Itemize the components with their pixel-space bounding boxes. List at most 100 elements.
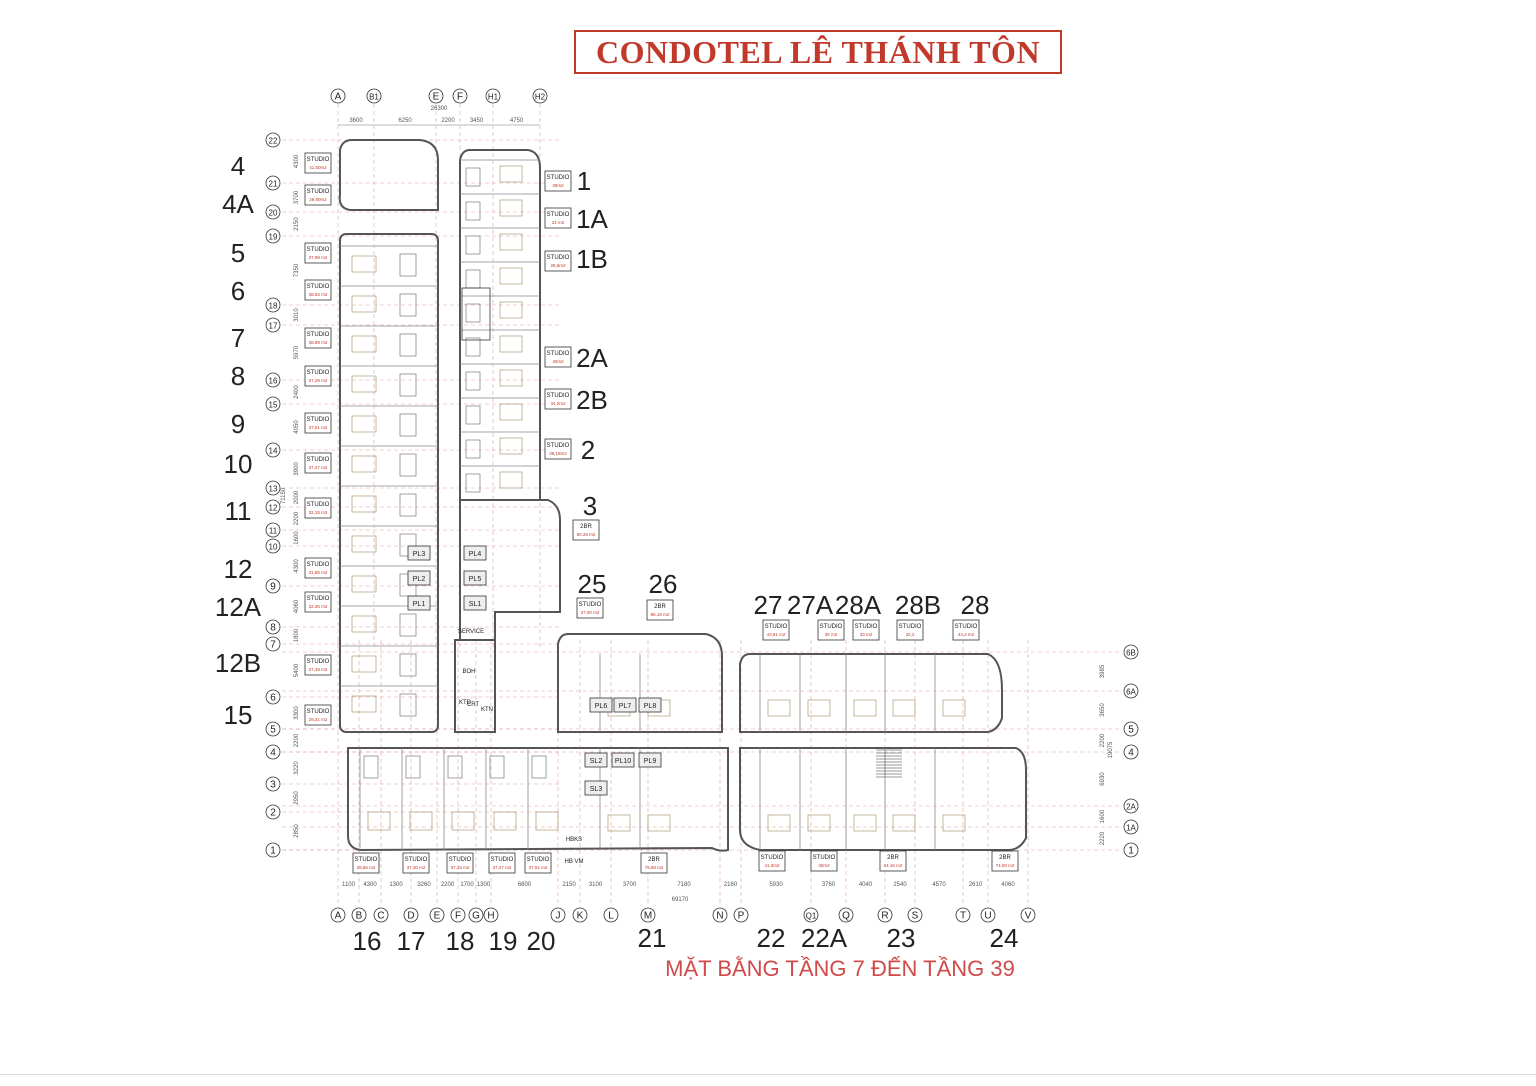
left-axis-label-circle <box>265 132 281 148</box>
elevator-box <box>638 752 662 768</box>
left-axis-label-circle <box>265 204 281 220</box>
bottom-dimension: 1300 <box>389 882 403 888</box>
bed-symbol <box>892 699 916 717</box>
unit-number: 23 <box>887 923 916 953</box>
bottom-axis-label: C <box>377 911 384 922</box>
bottom-axis-label: F <box>455 911 461 922</box>
unit-area: 37,27 m2 <box>309 465 328 470</box>
bottom-axis-label: R <box>881 911 888 922</box>
left-axis-label-circle <box>265 317 281 333</box>
grid-lines <box>282 104 1122 905</box>
bottom-axis-label: D <box>407 911 414 922</box>
unit-number: 2B <box>576 385 608 415</box>
bottom-axis-label-circle <box>603 907 619 923</box>
unit-type: STUDIO <box>307 502 330 508</box>
core-label: PL8 <box>644 703 657 710</box>
core-label: PL4 <box>469 551 482 558</box>
bottom-axis-label-circle <box>351 907 367 923</box>
right-axis-label-circle <box>1123 683 1139 699</box>
unit-type: STUDIO <box>547 175 570 181</box>
top-axis-label-circle <box>330 88 346 104</box>
unit-tag-frame <box>544 438 572 460</box>
top-axis-label: A <box>335 92 342 103</box>
bed-symbol <box>853 699 877 717</box>
unit-number: 1A <box>576 204 608 234</box>
left-total-dimension: 71150 <box>281 487 287 504</box>
top-axis-label: B1 <box>369 93 379 102</box>
bed-symbol <box>499 369 523 387</box>
unit-number: 25 <box>578 569 607 599</box>
unit-type: STUDIO <box>820 624 843 630</box>
left-axis-label: 12 <box>269 504 278 513</box>
bed-symbol <box>367 811 391 831</box>
core-label: HB VM <box>564 859 583 865</box>
unit-number: 28 <box>961 590 990 620</box>
left-axis-label: 8 <box>270 623 276 634</box>
unit-number: 1B <box>576 244 608 274</box>
right-axis-label-circle <box>1123 842 1139 858</box>
wing-outline-south <box>347 747 729 852</box>
left-axis-label-circle <box>265 619 281 635</box>
unit-type: STUDIO <box>307 189 330 195</box>
unit-number: 4A <box>222 189 254 219</box>
bottom-axis-label-circle <box>980 907 996 923</box>
bottom-axis-label-circle <box>373 907 389 923</box>
left-axis-label-circle <box>265 578 281 594</box>
unit-area: 33 m2 <box>860 632 873 637</box>
left-axis-label: 6 <box>270 693 276 704</box>
bottom-axis-label: E <box>434 911 441 922</box>
unit-area: 38,83 m2 <box>309 292 328 297</box>
right-dimension: 3650 <box>1100 703 1106 717</box>
bottom-axis-label-circle <box>955 907 971 923</box>
bed-symbol <box>807 814 831 832</box>
left-axis-label-circle <box>265 538 281 554</box>
unit-type: STUDIO <box>765 624 788 630</box>
left-axis-label-circle <box>265 499 281 515</box>
top-dimension: 6250 <box>398 118 412 124</box>
bed-symbol <box>942 814 966 832</box>
left-dimension: 2200 <box>294 733 300 747</box>
left-dimension: 2400 <box>294 385 300 399</box>
unit-area: 32,36 m2 <box>309 604 328 609</box>
elevator-box <box>638 697 662 713</box>
unit-number: 28B <box>895 590 941 620</box>
unit-type: STUDIO <box>307 157 330 163</box>
bathroom-block <box>465 405 481 425</box>
elevator-box <box>589 697 613 713</box>
bottom-dimension: 3260 <box>417 882 431 888</box>
unit-tag-frame <box>524 852 552 874</box>
unit-type: STUDIO <box>307 417 330 423</box>
unit-number: 27 <box>754 590 783 620</box>
bottom-axis-label: Q1 <box>806 912 817 921</box>
unit-type: 2BR <box>580 524 592 530</box>
unit-tag-frame <box>304 184 332 206</box>
top-axis-label-circle <box>366 88 382 104</box>
unit-tag-frame <box>762 619 790 641</box>
left-axis-label-circle <box>265 804 281 820</box>
unit-area: 28,5m2 <box>550 263 566 268</box>
bottom-dimension: 6800 <box>518 882 532 888</box>
unit-number: 4 <box>231 151 245 181</box>
right-axis-label: 6B <box>1126 649 1136 658</box>
elevator-box <box>463 595 487 611</box>
unit-type: STUDIO <box>307 709 330 715</box>
bottom-axis-label-circle <box>712 907 728 923</box>
title-box: CONDOTEL LÊ THÁNH TÔN <box>574 30 1062 74</box>
left-dimension: 1800 <box>294 628 300 642</box>
unit-area: 37,61 m2 <box>529 865 548 870</box>
unit-number: 20 <box>527 926 556 956</box>
unit-type: STUDIO <box>307 284 330 290</box>
unit-area: 38,89 m2 <box>309 340 328 345</box>
top-axis-label-circle <box>428 88 444 104</box>
left-axis-label-circle <box>265 842 281 858</box>
right-axis-label-circle <box>1123 721 1139 737</box>
right-dimension: 2220 <box>1100 831 1106 845</box>
unit-type: 2BR <box>999 855 1011 861</box>
left-dimension: 2950 <box>294 791 300 805</box>
